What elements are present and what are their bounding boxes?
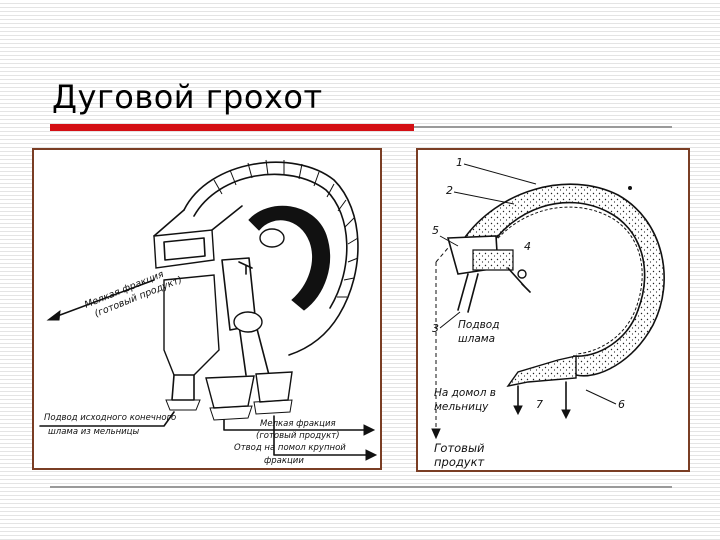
product-return-arrowhead — [431, 428, 441, 440]
product-drop-arrowhead — [561, 409, 571, 420]
coarse-arrowhead — [365, 449, 378, 461]
middle-outlet-flange — [209, 405, 253, 421]
label-feed-from-mill: шлама из мельницы — [48, 427, 139, 437]
callout-7: 7 — [536, 398, 543, 411]
label-feed-line2: шлама — [458, 333, 495, 345]
label-regrind-line2: мельницу — [434, 401, 489, 413]
arc-body-section — [461, 183, 665, 377]
callout-2: 2 — [446, 184, 453, 197]
coarse-arrow-line — [273, 415, 369, 456]
screen-deck-line — [485, 206, 643, 355]
bolt-marker — [628, 186, 632, 190]
callout-3-leader — [439, 311, 461, 329]
callout-6: 6 — [618, 398, 625, 411]
column-legs — [238, 324, 270, 376]
label-feed-slurry: Подвод исходного конечного — [44, 413, 176, 423]
middle-outlet — [205, 375, 255, 409]
feed-box-inner — [163, 237, 206, 261]
housing-ribs — [213, 159, 359, 298]
fine-product-arrowhead — [363, 424, 376, 436]
right-outlet — [255, 371, 293, 403]
right-outlet-flange — [253, 399, 293, 415]
fine-product-arrow-line — [223, 419, 367, 431]
adjusting-lever — [238, 261, 253, 275]
title-underline-accent — [50, 124, 414, 131]
perspective-drawing: Мелкая фракция (готовый продукт) Подвод … — [39, 159, 378, 466]
label-product-line2: продукт — [434, 455, 485, 469]
housing-outline — [183, 161, 359, 356]
regrind-arrowhead — [513, 405, 523, 416]
fine-fraction-arrow-line — [51, 279, 155, 319]
discharge-chute — [506, 355, 577, 388]
left-chute — [163, 274, 220, 376]
arc-screen-perspective-figure: Мелкая фракция (готовый продукт) Подвод … — [32, 148, 382, 470]
title-underline-rule — [414, 126, 672, 128]
callout-1: 1 — [456, 156, 463, 169]
label-regrind-line1: На домол в — [434, 387, 496, 399]
label-feed-line1: Подвод — [458, 319, 499, 331]
callout-4: 4 — [524, 240, 531, 253]
label-finished-product-bottom: (готовый продукт) — [256, 431, 340, 441]
gate-lever — [507, 267, 531, 293]
label-coarse-removal: Отвод на помол крупной — [234, 443, 346, 453]
inspection-port — [259, 228, 285, 248]
feed-pipe — [457, 273, 479, 313]
label-product-line1: Готовый — [434, 441, 485, 455]
footer-rule — [50, 486, 672, 488]
left-outlet-flange — [165, 399, 201, 411]
gate-pivot — [517, 269, 527, 279]
feed-box-edges — [153, 205, 243, 237]
callout-5: 5 — [432, 224, 439, 237]
callout-5-leader — [439, 235, 459, 247]
section-drawing: 1 2 5 4 3 6 7 Подвод шлама На домол в ме… — [431, 156, 665, 469]
callout-1-leader — [463, 163, 537, 185]
slide-title: Дуговой грохот — [52, 78, 323, 116]
fine-fraction-arrowhead — [46, 309, 61, 321]
screen-surface — [248, 205, 330, 311]
left-outlet — [171, 374, 195, 401]
feed-box — [153, 229, 215, 269]
central-flange — [233, 311, 263, 333]
callout-6-leader — [585, 389, 617, 405]
label-fine-fraction-bottom: Мелкая фракция — [260, 419, 336, 429]
arc-screen-section-figure: 1 2 5 4 3 6 7 Подвод шлама На домол в ме… — [416, 148, 690, 472]
housing-inner-outline — [193, 173, 348, 309]
product-return-top — [435, 247, 449, 263]
slurry-box — [472, 249, 514, 271]
feed-line — [39, 411, 175, 427]
label-fractions: фракции — [264, 456, 304, 466]
callout-2-leader — [453, 191, 515, 205]
